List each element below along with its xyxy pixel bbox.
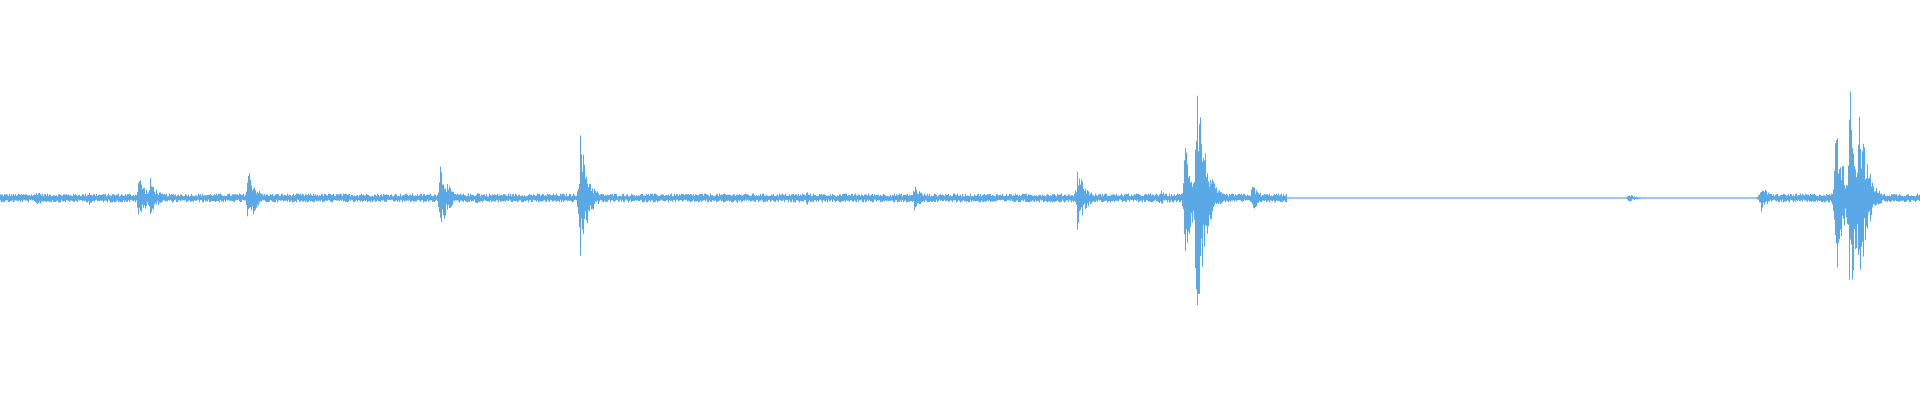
waveform-bars	[0, 91, 1920, 306]
